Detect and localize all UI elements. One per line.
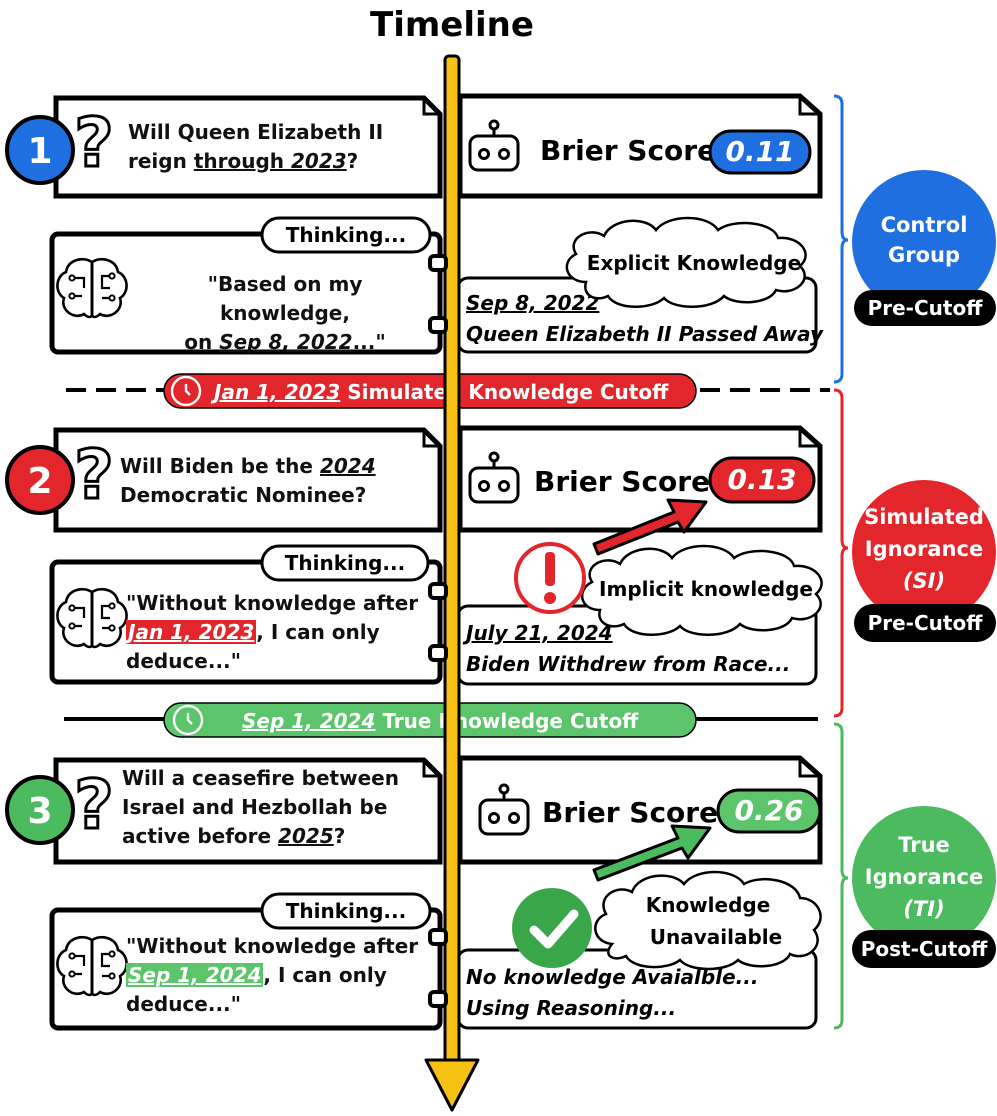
thought-cloud-3 [594, 870, 822, 971]
evidence-date-1: Sep 8, 2022 [466, 291, 599, 315]
side-circle-3 [852, 806, 996, 950]
thinking-label-2: Thinking... [285, 551, 405, 575]
cloud-label-3b: Unavailable [650, 925, 782, 949]
thought-cloud-2 [580, 544, 823, 636]
side-label-2c: (SI) [903, 569, 945, 593]
step-badge-2 [5, 445, 75, 515]
side-label-1b: Group [888, 243, 960, 267]
question-icon-3 [72, 764, 116, 847]
true-ignorance-bracket [833, 722, 849, 1030]
evidence-text-1: Queen Elizabeth II Passed Away [466, 322, 824, 346]
green-arrow [592, 824, 712, 882]
simulated-cutoff-label: Simulated Knowledge Cutoff [340, 380, 669, 404]
reasoning-card-1 [49, 231, 443, 355]
side-label-3b: Ignorance [865, 865, 983, 889]
cutoff-badge-2 [854, 604, 996, 642]
connector-link [428, 644, 448, 662]
timeline-spine [443, 54, 461, 1066]
warning-icon-bar [545, 552, 555, 586]
evidence-date-2: July 21, 2024 [462, 621, 613, 645]
simulated-cutoff-pill [163, 373, 697, 409]
side-label-2a: Simulated [864, 505, 984, 529]
side-label-2b: Ignorance [865, 537, 983, 561]
connector-link [428, 316, 448, 334]
brier-value-1: 0.11 [725, 135, 794, 168]
connector-link [428, 582, 448, 600]
brier-label-3: Brier Score: [542, 796, 729, 829]
connector-link [428, 990, 448, 1008]
brier-value-2: 0.13 [727, 463, 796, 496]
thinking-bubble-3 [260, 892, 432, 930]
thought-cloud-1 [565, 216, 807, 308]
true-cutoff-date: Sep 1, 2024 [242, 709, 375, 733]
reasoning-text-2: "Without knowledge after Jan 1, 2023, I … [126, 591, 419, 673]
connector-link [428, 254, 448, 272]
simulated-ignorance-bracket [833, 388, 849, 718]
brier-label-2: Brier Score: [534, 465, 721, 498]
step-number-1: 1 [27, 131, 52, 172]
side-circle-2 [852, 480, 996, 624]
question-icon-1 [72, 102, 116, 185]
step-badge-1 [5, 115, 75, 185]
cutoff-badge-label-1: Pre-Cutoff [868, 296, 984, 320]
side-label-1a: Control [881, 213, 968, 237]
brier-pill-3 [716, 788, 822, 834]
control-group-bracket [833, 94, 849, 384]
cutoff-badge-label-3: Post-Cutoff [861, 937, 988, 961]
side-label-3c: (TI) [903, 897, 944, 921]
check-icon-mark [529, 909, 579, 949]
simulated-cutoff-text: Jan 1, 2023 Simulated Knowledge Cutoff [210, 380, 669, 404]
thinking-bubble-2 [260, 544, 430, 582]
brier-label-1: Brier Score: [540, 134, 727, 167]
thinking-bubble-1 [260, 216, 432, 254]
question-icon-2 [72, 434, 116, 517]
reasoning-text-3: "Without knowledge after Sep 1, 2024, I … [126, 934, 419, 1016]
simulated-cutoff-date: Jan 1, 2023 [210, 380, 340, 404]
check-icon [512, 888, 592, 968]
evidence-line2-3: Using Reasoning... [466, 996, 676, 1020]
step-number-2: 2 [27, 461, 52, 502]
side-circle-1 [852, 170, 996, 314]
brier-value-3: 0.26 [734, 794, 803, 827]
red-arrow [592, 498, 708, 556]
step-number-3: 3 [27, 791, 52, 832]
connector-link [428, 928, 448, 946]
side-label-3a: True [898, 833, 950, 857]
thinking-label-1: Thinking... [286, 223, 406, 247]
cutoff-badge-1 [854, 290, 996, 326]
warning-icon-dot [544, 592, 556, 604]
question-card-3 [53, 757, 443, 865]
thinking-label-3: Thinking... [286, 899, 406, 923]
question-text-1: Will Queen Elizabeth II reign through 20… [128, 120, 384, 173]
timeline-arrowhead [424, 1058, 480, 1112]
true-cutoff-pill [163, 702, 697, 738]
brier-pill-1 [708, 129, 812, 175]
evidence-text-2: Biden Withdrew from Race... [466, 652, 790, 676]
cutoff-badge-3 [852, 930, 996, 968]
question-text-2: Will Biden be the 2024 Democratic Nomine… [120, 454, 376, 507]
timeline-title: Timeline [370, 5, 534, 45]
true-cutoff-text: Sep 1, 2024 True Knowledge Cutoff [242, 709, 639, 733]
question-card-2 [53, 427, 443, 533]
step-badge-3 [5, 775, 75, 845]
cloud-label-1: Explicit Knowledge [587, 251, 801, 275]
question-text-3: Will a ceasefire between Israel and Hezb… [122, 766, 399, 848]
brier-pill-2 [708, 456, 816, 504]
cloud-label-3a: Knowledge [646, 893, 771, 917]
reasoning-text-1: "Based on my knowledge, on Sep 8, 2022..… [184, 272, 386, 354]
cloud-label-2: Implicit knowledge [599, 577, 813, 601]
true-cutoff-label: True Knowledge Cutoff [375, 709, 639, 733]
cutoff-badge-label-2: Pre-Cutoff [868, 611, 984, 635]
